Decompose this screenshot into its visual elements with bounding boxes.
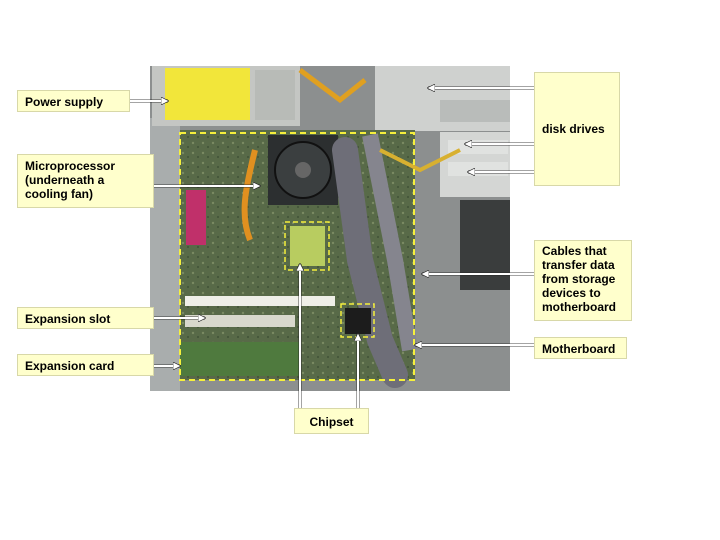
expansion-slots	[180, 296, 335, 376]
computer-photo	[150, 66, 510, 391]
label-disk-drives: disk drives	[534, 72, 620, 186]
pointer-arrows	[130, 88, 534, 408]
memory-module	[186, 190, 206, 245]
label-chipset: Chipset	[294, 408, 369, 434]
power-supply-unit	[152, 66, 300, 126]
label-microprocessor: Microprocessor (underneath a cooling fan…	[17, 154, 154, 208]
label-expansion-slot: Expansion slot	[17, 307, 154, 329]
label-expansion-card-text: Expansion card	[25, 359, 115, 373]
label-chipset-text: Chipset	[309, 415, 354, 429]
label-motherboard: Motherboard	[534, 337, 627, 359]
cables	[241, 68, 461, 388]
label-power-supply-text: Power supply	[25, 95, 104, 109]
case-frame	[150, 118, 180, 391]
chipset-southbridge	[345, 308, 371, 334]
chipset-outline-1	[284, 221, 330, 271]
label-expansion-slot-text: Expansion slot	[25, 312, 111, 326]
label-motherboard-text: Motherboard	[542, 342, 616, 356]
label-cables-text: Cables that transfer data from storage d…	[542, 244, 617, 314]
label-microprocessor-text: Microprocessor (underneath a cooling fan…	[25, 159, 116, 201]
label-cables: Cables that transfer data from storage d…	[534, 240, 632, 321]
chipset-northbridge	[290, 226, 325, 266]
label-disk-drives-text: disk drives	[542, 122, 605, 136]
cooling-fan	[268, 135, 338, 205]
power-supply-sticker	[165, 68, 250, 120]
label-expansion-card: Expansion card	[17, 354, 154, 376]
label-power-supply: Power supply	[17, 90, 130, 112]
